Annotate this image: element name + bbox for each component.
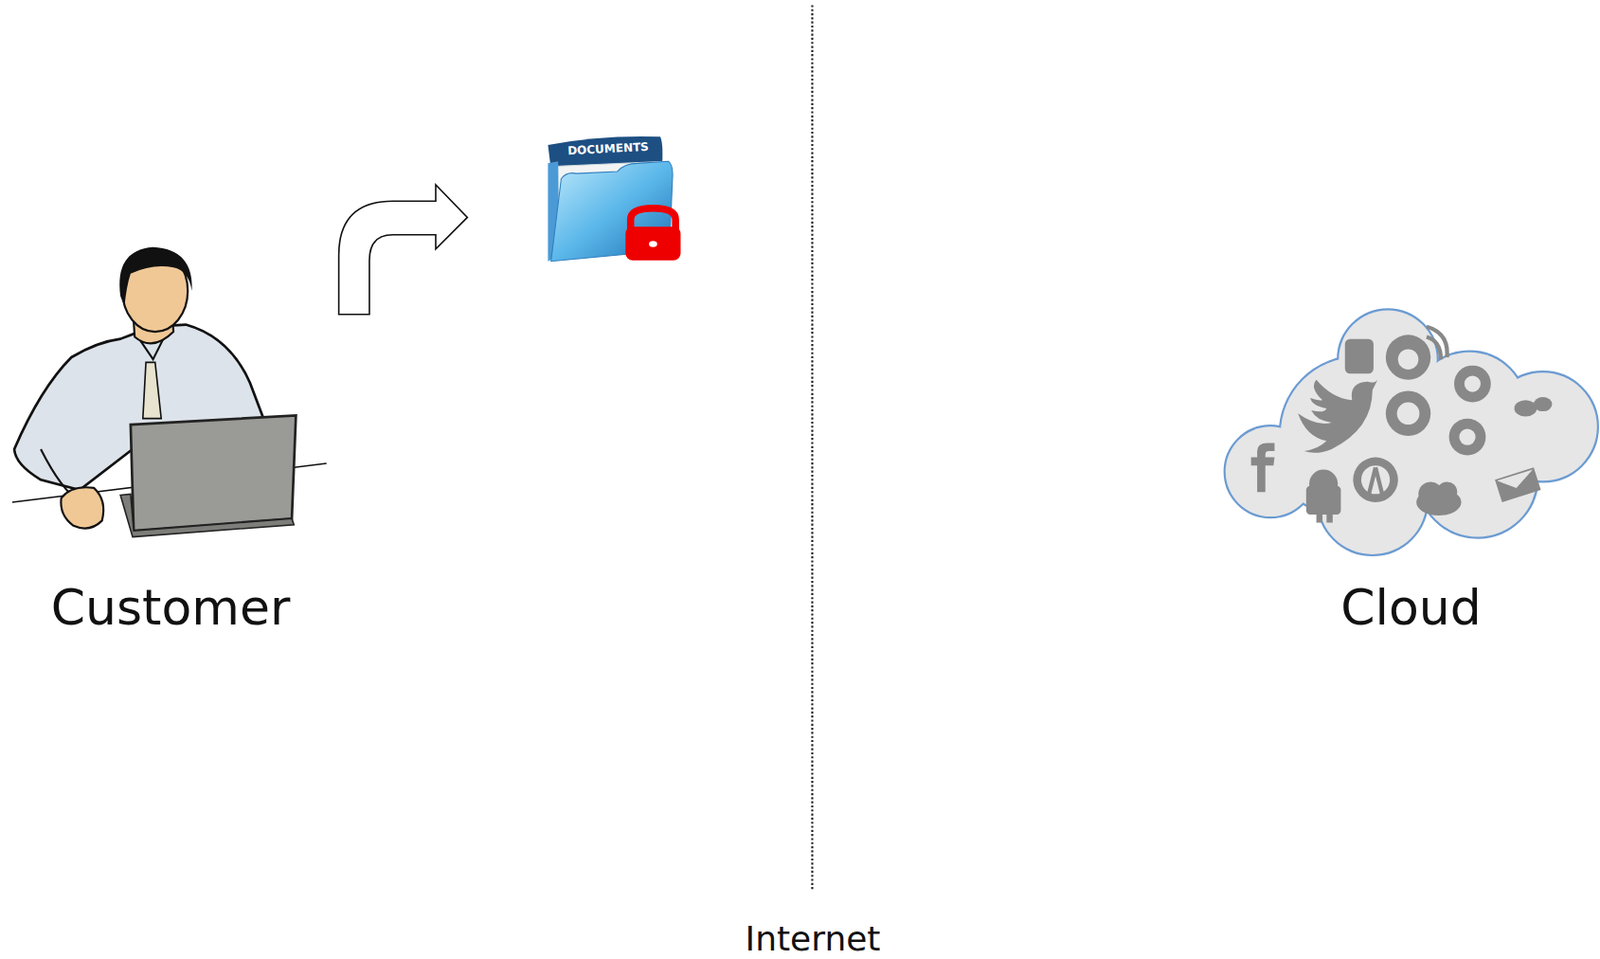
- node-label: Customer: [0, 577, 342, 637]
- node-label: Cloud: [1222, 577, 1600, 637]
- internet-divider: [810, 4, 813, 891]
- customer-node: Customer: [0, 236, 342, 645]
- cloud-node: Cloud: [1222, 303, 1600, 645]
- customer-figure: [12, 247, 327, 538]
- bent-arrow: [339, 184, 468, 315]
- cloud-shape: [1225, 309, 1598, 554]
- network-label: Internet: [670, 918, 955, 958]
- document-folder: [547, 136, 681, 262]
